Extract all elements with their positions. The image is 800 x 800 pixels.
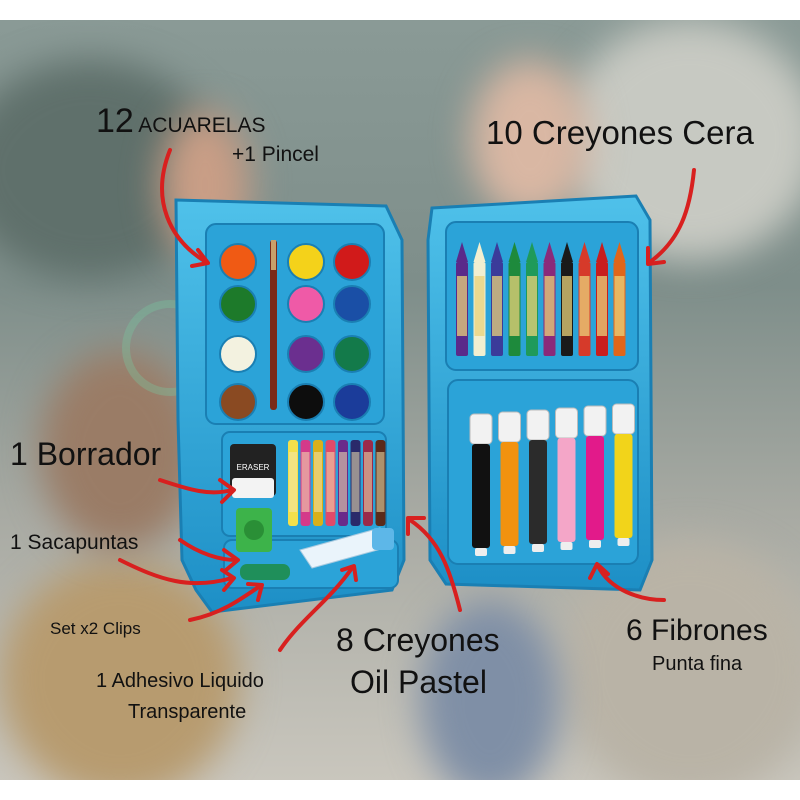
wax-crayon bbox=[613, 242, 626, 356]
markers-label-line1: 6 Fibrones bbox=[626, 614, 768, 647]
oil-pastels bbox=[288, 440, 386, 526]
watercolor-pan bbox=[287, 243, 325, 281]
wax-crayon bbox=[526, 242, 538, 356]
watercolor-pan bbox=[219, 335, 257, 373]
wax-crayon bbox=[596, 242, 608, 356]
wax-crayons bbox=[456, 242, 626, 356]
wax-crayons-label: 10 Creyones Cera bbox=[486, 114, 754, 151]
glue-label-line2: Transparente bbox=[128, 701, 247, 723]
marker bbox=[526, 409, 550, 552]
oil-pastel bbox=[313, 440, 323, 526]
oil-pastel bbox=[350, 440, 361, 526]
watercolor-pan bbox=[333, 243, 371, 281]
watercolor-pan bbox=[287, 383, 325, 421]
eraser: ERASER bbox=[230, 444, 276, 498]
oil-pastel bbox=[300, 440, 311, 526]
oil-pastels-label-line1: 8 Creyones bbox=[336, 622, 500, 658]
wax-crayon bbox=[491, 242, 503, 356]
wax-crayon bbox=[561, 242, 573, 356]
watercolors-word: ACUARELAS bbox=[138, 114, 266, 137]
watercolor-pan bbox=[333, 383, 371, 421]
sharpener-label: 1 Sacapuntas bbox=[10, 531, 139, 554]
oil-pastels-label-line2: Oil Pastel bbox=[350, 664, 487, 700]
watercolor-pan bbox=[287, 335, 325, 373]
markers-label-line2: Punta fina bbox=[652, 653, 743, 675]
marker bbox=[555, 407, 578, 550]
wax-crayon bbox=[473, 242, 486, 356]
marker bbox=[498, 411, 521, 554]
watercolors-label: 12 ACUARELAS bbox=[96, 104, 266, 138]
wax-crayon bbox=[578, 242, 591, 356]
oil-pastel bbox=[325, 440, 336, 526]
watercolor-pan bbox=[333, 335, 371, 373]
watercolor-pan bbox=[219, 285, 257, 323]
glue-stick bbox=[299, 527, 394, 569]
oil-pastel bbox=[288, 440, 298, 526]
sharpener bbox=[236, 508, 272, 552]
watercolors-brush-label: +1 Pincel bbox=[232, 143, 319, 166]
wax-crayon bbox=[543, 242, 556, 356]
marker bbox=[469, 413, 493, 556]
oil-pastel bbox=[375, 440, 386, 526]
wax-crayon bbox=[456, 242, 468, 356]
oil-pastel bbox=[363, 440, 373, 526]
watercolor-pans bbox=[219, 243, 371, 421]
paint-brush bbox=[270, 240, 277, 410]
clips-label: Set x2 Clips bbox=[50, 619, 141, 638]
marker bbox=[612, 403, 635, 546]
watercolor-pan bbox=[219, 383, 257, 421]
watercolor-pan bbox=[219, 243, 257, 281]
wax-crayon bbox=[508, 242, 521, 356]
watercolors-count: 12 bbox=[96, 102, 134, 140]
fine-tip-markers bbox=[469, 403, 635, 556]
marker bbox=[583, 405, 607, 548]
watercolor-pan bbox=[287, 285, 325, 323]
eraser-label: 1 Borrador bbox=[10, 436, 162, 472]
svg-text:ERASER: ERASER bbox=[237, 463, 270, 472]
classroom-background-photo bbox=[0, 20, 800, 780]
watercolor-pan bbox=[333, 285, 371, 323]
clips bbox=[240, 564, 290, 580]
glue-label-line1: 1 Adhesivo Liquido bbox=[96, 670, 264, 692]
oil-pastel bbox=[338, 440, 348, 526]
